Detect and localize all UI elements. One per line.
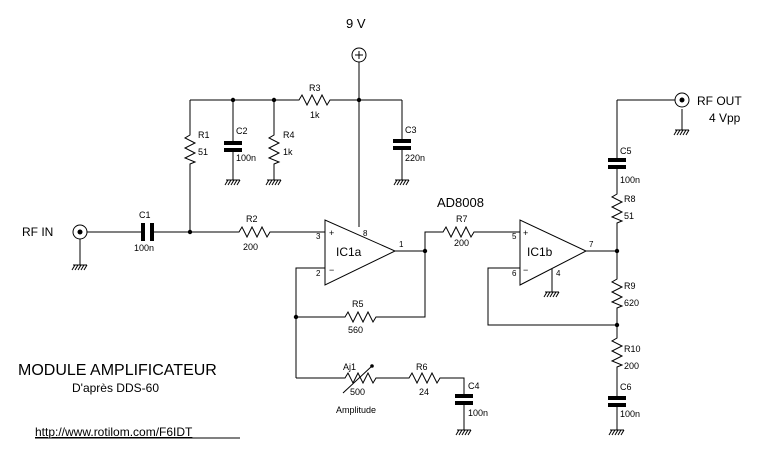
rf-out-connector xyxy=(674,92,690,108)
r4-value: 1k xyxy=(283,147,293,157)
rf-in-connector xyxy=(72,224,88,265)
wires xyxy=(84,62,683,430)
ic1b-pin-gnd: 4 xyxy=(556,269,561,278)
c3-value: 220n xyxy=(405,153,425,163)
capacitor-c4 xyxy=(455,394,473,405)
r5-name: R5 xyxy=(352,299,364,309)
url-link[interactable]: http://www.rotilom.com/F6IDT xyxy=(35,425,193,439)
r2-name: R2 xyxy=(246,214,258,224)
resistor-r1 xyxy=(183,132,197,166)
aj1-value: 500 xyxy=(350,387,365,397)
resistor-r3 xyxy=(296,93,336,107)
resistor-r9 xyxy=(610,276,624,310)
r9-value: 620 xyxy=(624,298,639,308)
resistor-r4 xyxy=(267,132,281,166)
c4-value: 100n xyxy=(468,408,488,418)
r8-value: 51 xyxy=(624,211,634,221)
resistor-r7 xyxy=(440,225,476,239)
module-subtitle: D'après DDS-60 xyxy=(72,381,159,395)
c2-name: C2 xyxy=(236,126,248,136)
module-title: MODULE AMPLIFICATEUR xyxy=(18,362,217,379)
r7-name: R7 xyxy=(456,214,468,224)
r5-value: 560 xyxy=(348,325,363,335)
ic1a-pin-plus: 3 xyxy=(316,232,321,241)
c5-name: C5 xyxy=(620,146,632,156)
r2-value: 200 xyxy=(243,242,258,252)
ic1b-label: IC1b xyxy=(527,245,553,259)
ic1a-plus: + xyxy=(329,228,334,238)
r4-name: R4 xyxy=(283,130,295,140)
aj1-name: Aj1 xyxy=(343,362,356,372)
r6-name: R6 xyxy=(416,362,428,372)
potentiometer-aj1 xyxy=(342,364,378,394)
junction-dots xyxy=(187,97,620,328)
c1-name: C1 xyxy=(139,210,151,220)
r3-value: 1k xyxy=(310,110,320,120)
ic1a-pin-vcc: 8 xyxy=(363,229,368,238)
resistor-r5 xyxy=(342,310,378,324)
ic1a-minus: − xyxy=(329,265,334,275)
r10-value: 200 xyxy=(624,361,639,371)
capacitor-c6 xyxy=(608,396,626,407)
r7-value: 200 xyxy=(454,238,469,248)
rf-out-level: 4 Vpp xyxy=(709,111,741,125)
rf-in-label: RF IN xyxy=(22,225,53,239)
c2-value: 100n xyxy=(236,153,256,163)
resistor-r8 xyxy=(610,191,624,225)
r6-value: 24 xyxy=(419,387,429,397)
r10-name: R10 xyxy=(624,344,641,354)
ic1b-minus: − xyxy=(523,265,528,275)
resistor-r10 xyxy=(610,335,624,369)
r3-name: R3 xyxy=(309,83,321,93)
ic1b-pin-out: 7 xyxy=(589,240,594,249)
r1-name: R1 xyxy=(198,130,210,140)
ic1b-plus: + xyxy=(523,228,528,238)
c6-name: C6 xyxy=(620,382,632,392)
ic1a-label: IC1a xyxy=(336,245,362,259)
ic1b-pin-plus: 5 xyxy=(512,232,517,241)
c3-name: C3 xyxy=(405,125,417,135)
r8-name: R8 xyxy=(624,194,636,204)
resistor-r6 xyxy=(406,371,442,385)
r1-value: 51 xyxy=(198,147,208,157)
capacitor-c3 xyxy=(393,139,411,150)
c4-name: C4 xyxy=(468,381,480,391)
rf-out-label: RF OUT xyxy=(697,94,742,108)
opamp-ic1b xyxy=(519,219,588,286)
c6-value: 100n xyxy=(620,409,640,419)
ic1a-pin-minus: 2 xyxy=(316,269,321,278)
c5-value: 100n xyxy=(620,175,640,185)
opamp-ic1a xyxy=(324,219,397,286)
r9-name: R9 xyxy=(624,281,636,291)
ic1b-pin-minus: 6 xyxy=(512,269,517,278)
ic1a-pin-out: 1 xyxy=(399,240,404,249)
ground-symbols xyxy=(71,129,690,436)
c1-value: 100n xyxy=(134,243,154,253)
supply-terminal xyxy=(351,47,367,63)
capacitor-c2 xyxy=(224,141,242,152)
capacitor-c1 xyxy=(141,223,154,241)
chip-name: AD8008 xyxy=(437,195,484,210)
capacitor-c5 xyxy=(608,158,626,169)
aj1-caption: Amplitude xyxy=(336,405,376,415)
supply-label: 9 V xyxy=(346,16,366,31)
resistor-r2 xyxy=(236,225,272,239)
